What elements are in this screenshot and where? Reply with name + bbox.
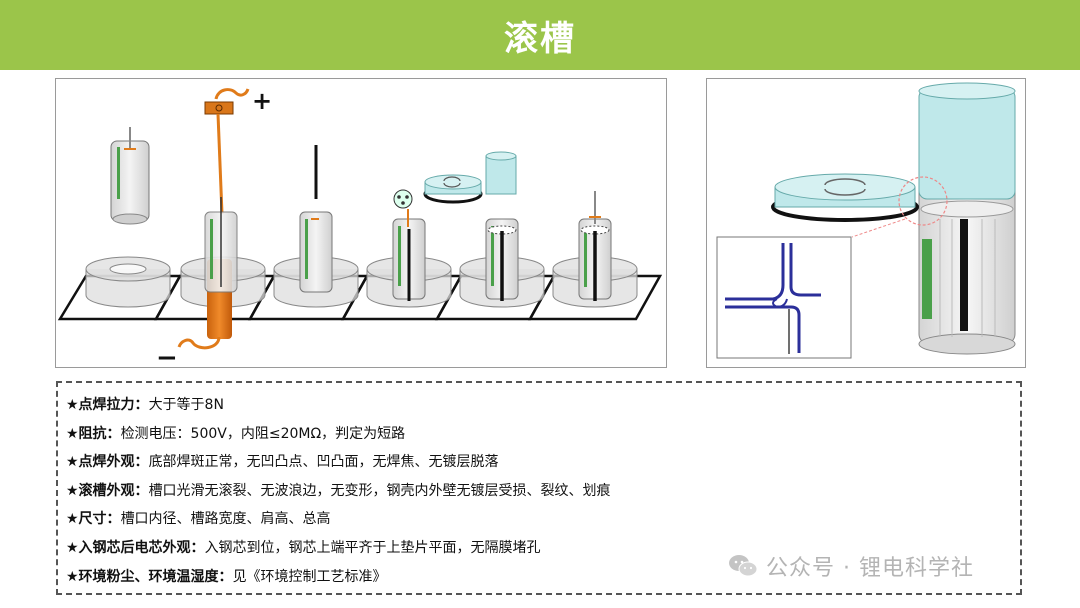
spec-item-groove-appearance: ★滚槽外观：槽口光滑无滚裂、无波浪边，无变形，钢壳内外壁无镀层受损、裂纹、划痕 [66, 482, 611, 499]
cell-loose [110, 127, 150, 225]
spec-item-impedance: ★阻抗：检测电压：500V，内阻≤20MΩ，判定为短路 [66, 425, 406, 442]
spec-item-weld-appearance: ★点焊外观：底部焊斑正常，无凹凸点、凹凸面，无焊焦、无镀层脱落 [66, 454, 499, 471]
title-bar: 滚槽 [0, 0, 1080, 70]
positive-sign: + [252, 87, 272, 115]
spec-list: ★点焊拉力：大于等于8N ★阻抗：检测电压：500V，内阻≤20MΩ，判定为短路… [56, 381, 1022, 595]
groove-detail-diagram [716, 82, 1016, 359]
cell-station-6 [578, 191, 612, 301]
spec-item-environment: ★环境粉尘、环境温湿度：见《环境控制工艺标准》 [66, 568, 387, 585]
watermark: 公众号 · 锂电科学社 [728, 550, 974, 582]
spec-item-dimensions: ★尺寸：槽口内径、槽路宽度、肩高、总高 [66, 511, 331, 528]
cell-welding [204, 197, 238, 293]
page-title: 滚槽 [504, 18, 576, 59]
cell-station-4 [392, 189, 426, 301]
negative-sign: − [156, 343, 178, 367]
large-cell [918, 82, 1016, 355]
spec-item-core-appearance: ★入钢芯后电芯外观：入钢芯到位，钢芯上端平齐于上垫片平面，无隔膜堵孔 [66, 539, 541, 556]
process-diagram-panel: + − [55, 78, 667, 368]
fixture-rings [85, 256, 638, 308]
ring-1 [85, 256, 171, 308]
spec-item-weld-pull: ★点焊拉力：大于等于8N [66, 397, 224, 413]
wechat-icon [729, 555, 758, 577]
groove-detail-panel [706, 78, 1026, 368]
highlight-circle [898, 176, 948, 226]
cell-station-5 [423, 151, 519, 301]
cell-station-3 [299, 145, 333, 293]
groove-zoom-inset [716, 236, 852, 359]
lid-disc [771, 173, 919, 222]
watermark-text: 公众号 · 锂电科学社 [766, 556, 974, 581]
process-diagram: + − [57, 87, 663, 367]
